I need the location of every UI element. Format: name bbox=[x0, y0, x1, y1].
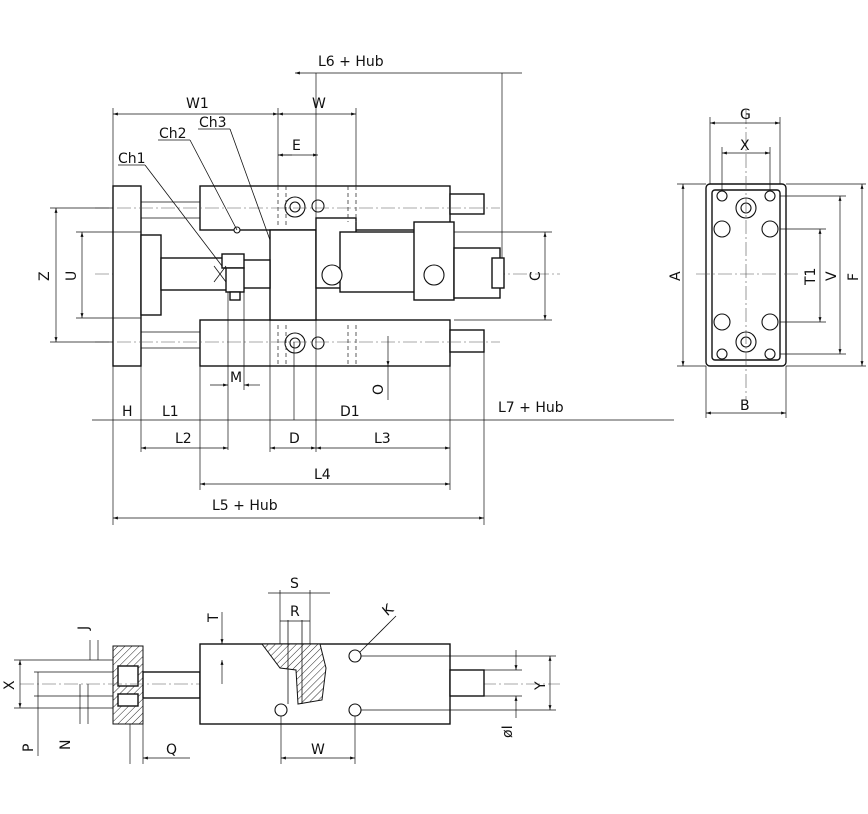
label-l2: L2 bbox=[175, 431, 192, 447]
label-l1: L1 bbox=[162, 404, 179, 420]
label-phi-i: øI bbox=[500, 725, 516, 738]
label-x-bottom: X bbox=[2, 680, 18, 690]
label-s: S bbox=[290, 576, 299, 592]
label-ch1: Ch1 bbox=[118, 151, 146, 167]
dimension-labels: L6 + Hub W1 W Ch3 Ch2 E Ch1 Z U C M O H … bbox=[2, 54, 862, 758]
label-w-bottom: W bbox=[311, 742, 325, 758]
label-f: F bbox=[846, 273, 862, 281]
label-v: V bbox=[824, 271, 840, 281]
label-r: R bbox=[290, 604, 300, 620]
label-w1: W1 bbox=[186, 96, 209, 112]
label-n: N bbox=[58, 740, 74, 750]
label-w-top: W bbox=[312, 96, 326, 112]
bottom-view bbox=[14, 590, 560, 764]
label-e: E bbox=[292, 138, 301, 154]
label-a: A bbox=[668, 271, 684, 281]
label-u: U bbox=[64, 271, 80, 281]
label-t1: T1 bbox=[803, 268, 819, 286]
label-d: D bbox=[289, 431, 300, 447]
label-c: C bbox=[528, 271, 544, 281]
label-l7-hub: L7 + Hub bbox=[498, 400, 564, 416]
label-q: Q bbox=[166, 742, 177, 758]
label-z: Z bbox=[37, 271, 53, 281]
label-m: M bbox=[230, 370, 242, 386]
label-y: Y bbox=[533, 681, 549, 691]
label-o: O bbox=[371, 384, 387, 395]
label-g: G bbox=[740, 107, 751, 123]
label-l3: L3 bbox=[374, 431, 391, 447]
label-l6-hub: L6 + Hub bbox=[318, 54, 384, 70]
side-view bbox=[677, 110, 866, 418]
label-j: J bbox=[76, 626, 92, 631]
label-ch3: Ch3 bbox=[199, 115, 227, 131]
label-b: B bbox=[740, 398, 750, 414]
label-l5-hub: L5 + Hub bbox=[212, 498, 278, 514]
label-t: T bbox=[206, 613, 222, 623]
label-d1: D1 bbox=[340, 404, 360, 420]
label-p: P bbox=[21, 744, 37, 752]
top-view bbox=[50, 71, 674, 525]
label-h: H bbox=[122, 404, 133, 420]
label-x-side: X bbox=[740, 138, 750, 154]
label-ch2: Ch2 bbox=[159, 126, 187, 142]
label-l4: L4 bbox=[314, 467, 331, 483]
